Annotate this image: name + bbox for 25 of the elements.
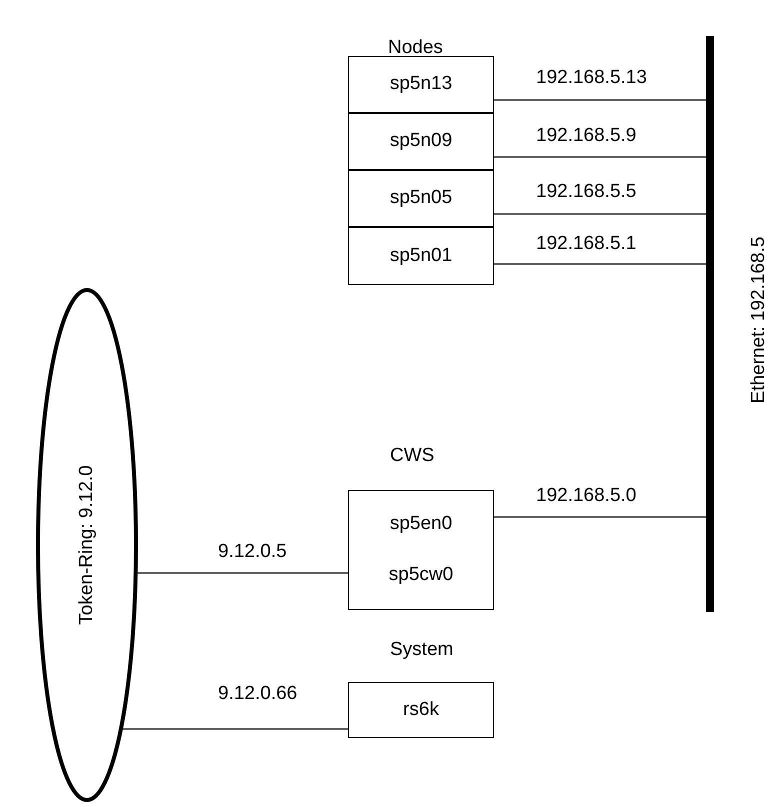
host-name: rs6k	[403, 698, 439, 722]
group-heading: Nodes	[388, 36, 443, 60]
host-name: sp5n01	[390, 244, 452, 268]
host-box	[348, 113, 494, 170]
host-name: sp5n13	[390, 72, 452, 96]
connector-line	[494, 99, 706, 101]
group-heading: System	[390, 638, 454, 662]
host-name: sp5n05	[390, 186, 452, 210]
host-name: sp5n09	[390, 129, 452, 154]
host-box	[348, 227, 494, 285]
network-label: Token-Ring: 9.12.0	[74, 465, 98, 625]
connector-line	[494, 213, 706, 215]
network-label: Ethernet: 192.168.5	[746, 236, 770, 404]
connector-line	[494, 516, 706, 518]
host-box	[348, 170, 494, 227]
group-heading: CWS	[390, 444, 434, 468]
connector-line	[122, 728, 348, 730]
host-box	[348, 490, 494, 610]
host-box	[348, 56, 494, 113]
host-box	[348, 682, 494, 738]
host-name: sp5en0	[390, 512, 452, 536]
host-name: sp5cw0	[388, 563, 454, 588]
connector-line	[138, 572, 348, 574]
connector-line	[494, 263, 706, 265]
connector-line	[494, 156, 706, 158]
